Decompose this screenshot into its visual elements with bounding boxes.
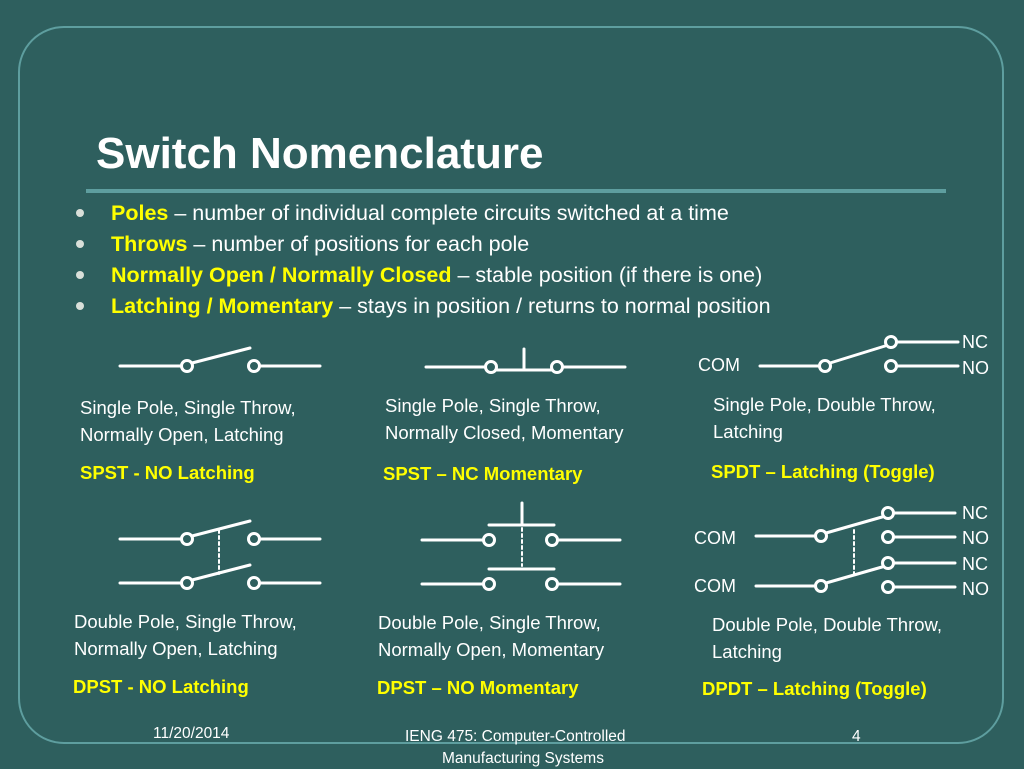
footer-course-line1: IENG 475: Computer-Controlled (405, 728, 626, 745)
description-line: Normally Open, Latching (74, 638, 278, 659)
dpst-no-description: Double Pole, Single Throw, Normally Open… (74, 608, 297, 662)
dpdt-com1-label: COM (694, 528, 736, 548)
dpst-no-mom-description: Double Pole, Single Throw, Normally Open… (378, 609, 604, 663)
bullet-text: – stable position (if there is one) (451, 263, 763, 287)
bullet-dot-icon (76, 271, 84, 279)
dpdt-description: Double Pole, Double Throw, Latching (712, 611, 942, 665)
footer-course-line2: Manufacturing Systems (442, 750, 604, 767)
dpdt-com2-label: COM (694, 576, 736, 596)
bullet-term: Poles (111, 201, 169, 225)
bullet-term-2: Normally Closed (281, 263, 452, 287)
dpdt-nc2-label: NC (962, 554, 988, 574)
spdt-com-label: COM (698, 355, 740, 375)
bullet-term: Latching (111, 294, 201, 318)
bullet-text: – stays in position / returns to normal … (333, 294, 771, 318)
dpdt-symbol (754, 506, 957, 594)
footer-page-number: 4 (852, 728, 861, 745)
dpst-no-mom-code: DPST – NO Momentary (377, 677, 579, 698)
dpdt-nc1-label: NC (962, 503, 988, 523)
description-line: Latching (712, 641, 782, 662)
description-line: Latching (713, 421, 783, 442)
spdt-no-label: NO (962, 358, 989, 378)
bullet-list: Poles – number of individual complete ci… (76, 198, 771, 322)
description-line: Normally Open, Latching (80, 424, 284, 445)
bullet-term: Normally Open (111, 263, 264, 287)
dpdt-code: DPDT – Latching (Toggle) (702, 678, 927, 699)
description-line: Single Pole, Double Throw, (713, 394, 936, 415)
bullet-dot-icon (76, 209, 84, 217)
slide-frame (18, 26, 1004, 744)
bullet-poles: Poles – number of individual complete ci… (76, 198, 771, 229)
bullet-separator: / (200, 294, 219, 318)
dpst-no-code: DPST - NO Latching (73, 676, 249, 697)
spst-nc-description: Single Pole, Single Throw, Normally Clos… (385, 392, 624, 446)
bullet-dot-icon (76, 240, 84, 248)
bullet-term: Throws (111, 232, 188, 256)
spdt-symbol (758, 335, 960, 373)
description-line: Double Pole, Double Throw, (712, 614, 943, 635)
dpdt-no1-label: NO (962, 528, 989, 548)
description-line: Double Pole, Single Throw, (74, 611, 297, 632)
spst-nc-symbol (424, 347, 627, 374)
description-line: Double Pole, Single Throw, (378, 612, 601, 633)
description-line: Normally Open, Momentary (378, 639, 605, 660)
description-line: Single Pole, Single Throw, (80, 397, 296, 418)
bullet-normally: Normally Open / Normally Closed – stable… (76, 260, 771, 291)
dpst-no-mom-symbol (420, 501, 622, 591)
spdt-nc-label: NC (962, 332, 988, 352)
spst-nc-code: SPST – NC Momentary (383, 463, 583, 484)
bullet-latching: Latching / Momentary – stays in position… (76, 291, 771, 322)
spst-no-code: SPST - NO Latching (80, 462, 255, 483)
bullet-separator: / (263, 263, 282, 287)
slide-title: Switch Nomenclature (96, 129, 544, 178)
title-underline (86, 189, 946, 193)
bullet-dot-icon (76, 302, 84, 310)
spst-no-description: Single Pole, Single Throw, Normally Open… (80, 394, 296, 448)
bullet-term-2: Momentary (218, 294, 334, 318)
description-line: Single Pole, Single Throw, (385, 395, 601, 416)
spdt-description: Single Pole, Double Throw, Latching (713, 391, 936, 445)
bullet-text: – number of individual complete circuits… (168, 201, 729, 225)
dpst-no-symbol (118, 519, 322, 590)
spst-no-symbol (118, 346, 322, 373)
dpdt-no2-label: NO (962, 579, 989, 599)
bullet-text: – number of positions for each pole (187, 232, 530, 256)
footer-date: 11/20/2014 (153, 725, 230, 742)
spdt-code: SPDT – Latching (Toggle) (711, 461, 935, 482)
description-line: Normally Closed, Momentary (385, 422, 624, 443)
bullet-throws: Throws – number of positions for each po… (76, 229, 771, 260)
